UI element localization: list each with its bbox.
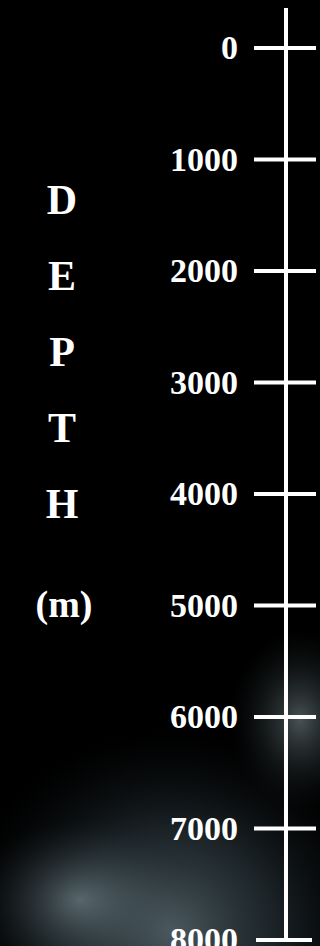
depth-value: 8000	[170, 921, 238, 946]
tick-mark	[254, 492, 316, 496]
depth-value: 4000	[170, 475, 238, 513]
seabed-glow	[230, 630, 320, 810]
tick-mark	[254, 827, 316, 831]
depth-value: 0	[221, 29, 238, 67]
tick-mark	[254, 381, 316, 385]
axis-line	[284, 8, 288, 940]
depth-value: 7000	[170, 810, 238, 848]
tick-mark	[254, 158, 316, 162]
tick-mark	[254, 269, 316, 273]
unit-label: (m)	[36, 582, 93, 626]
tick-mark	[254, 604, 316, 608]
depth-value: 1000	[170, 141, 238, 179]
depth-value: 5000	[170, 587, 238, 625]
depth-value: 3000	[170, 364, 238, 402]
depth-axis	[254, 8, 316, 940]
seabed-glow	[0, 820, 190, 946]
tick-mark	[254, 715, 316, 719]
tick-mark	[256, 938, 312, 942]
depth-value: 2000	[170, 252, 238, 290]
depth-value: 6000	[170, 698, 238, 736]
tick-mark	[254, 46, 316, 50]
axis-title: DEPTH	[41, 162, 83, 542]
